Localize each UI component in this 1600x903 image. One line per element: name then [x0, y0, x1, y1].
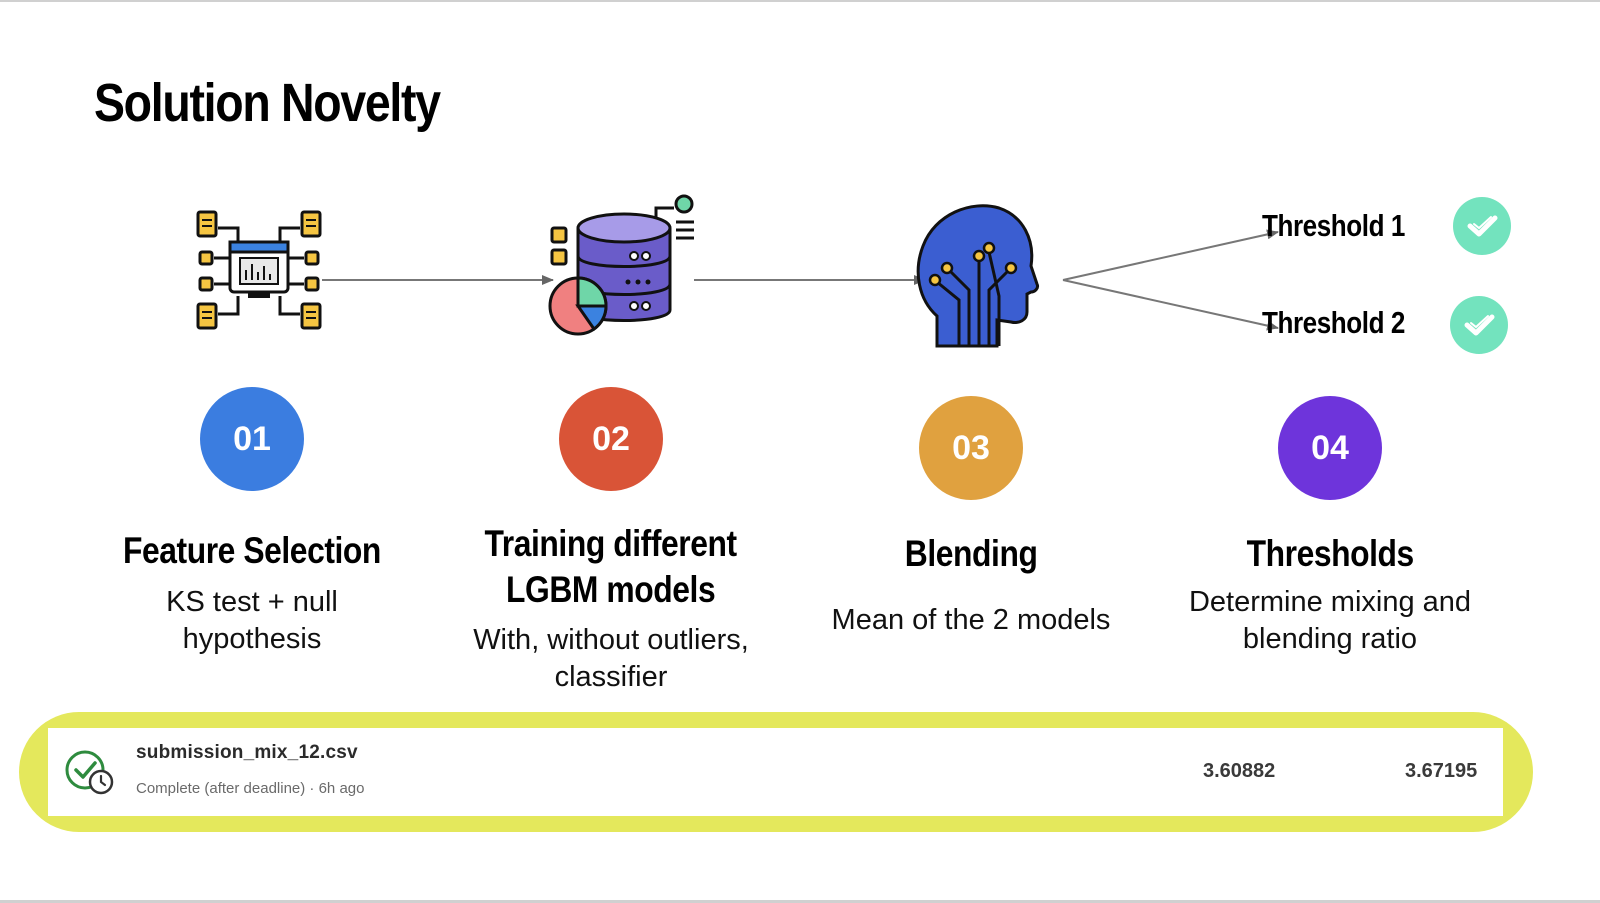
private-score: 3.60882	[1203, 760, 1276, 782]
step-number-4: 04	[1278, 396, 1382, 500]
desc-line: KS test + null	[166, 586, 338, 618]
public-score: 3.67195	[1405, 760, 1478, 782]
submission-status: Complete (after deadline) · 6h ago	[136, 780, 365, 797]
submission-row[interactable]: submission_mix_12.csv Complete (after de…	[48, 728, 1503, 816]
slide-title: Solution Novelty	[94, 73, 441, 133]
desc-line: Determine mixing and	[1188, 586, 1472, 618]
desc-line: hypothesis	[182, 623, 322, 655]
arrow-3-to-threshold-1	[1062, 229, 1279, 281]
database-chart-icon	[548, 194, 694, 336]
step-number-3: 03	[919, 396, 1023, 500]
step-number-1: 01	[200, 387, 304, 491]
step-desc-blending: Mean of the 2 models	[831, 604, 1111, 636]
step-title-blending: Blending	[904, 533, 1038, 574]
threshold-1-label: Threshold 1	[1262, 208, 1405, 243]
feature-selection-icon	[196, 210, 322, 330]
arrow-3-to-threshold-2	[1062, 279, 1279, 331]
threshold-2-label: Threshold 2	[1262, 305, 1405, 340]
check-icon	[1450, 296, 1508, 354]
step-title-feature-selection: Feature Selection	[123, 530, 381, 571]
ai-head-icon	[916, 204, 1039, 348]
step-desc-training: With, without outliers, classifier	[431, 622, 791, 696]
complete-clock-icon	[65, 750, 114, 795]
step-number-2: 02	[559, 387, 663, 491]
desc-line: With, without outliers,	[473, 624, 749, 656]
desc-line: blending ratio	[1242, 623, 1418, 655]
step-title-thresholds: Thresholds	[1246, 533, 1414, 574]
submission-filename[interactable]: submission_mix_12.csv	[136, 742, 358, 763]
slide-bottom-border	[0, 900, 1600, 903]
step-desc-feature-selection: KS test + null hypothesis	[72, 584, 432, 658]
step-desc-thresholds: Determine mixing and blending ratio	[1150, 584, 1510, 658]
check-icon	[1453, 197, 1511, 255]
slide-top-border	[0, 0, 1600, 2]
step-title-training: Training different LGBM models	[484, 523, 738, 610]
desc-line: classifier	[554, 661, 668, 693]
